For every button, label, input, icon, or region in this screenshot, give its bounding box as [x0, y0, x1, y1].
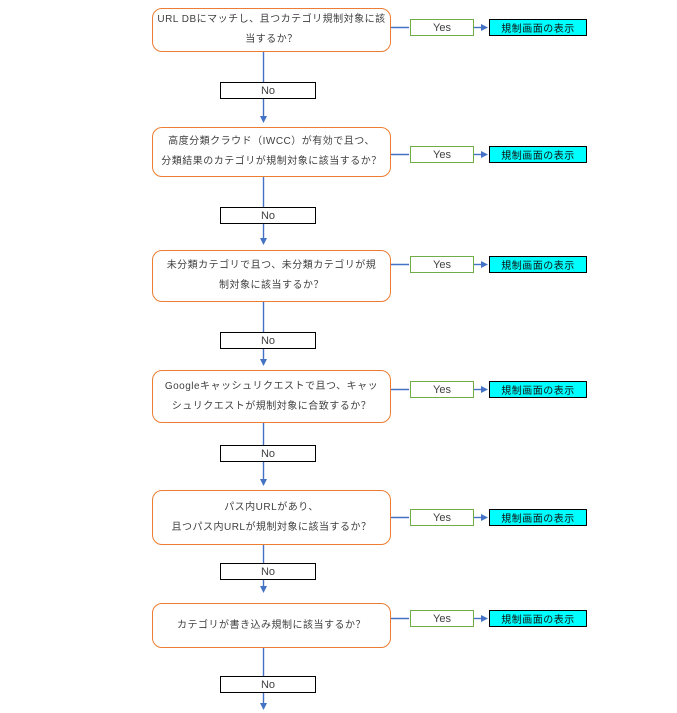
no-label-box: No — [220, 445, 316, 462]
decision-write-restriction: カテゴリが書き込み規制に該当するか？ — [152, 603, 391, 648]
no-label-box: No — [220, 82, 316, 99]
yes-label-box: Yes — [410, 146, 474, 163]
yes-label-box: Yes — [410, 509, 474, 526]
decision-unclassified: 未分類カテゴリで且つ、未分類カテゴリが規 制対象に該当するか？ — [152, 250, 391, 302]
yes-label-box: Yes — [410, 381, 474, 398]
decision-google-cache: Googleキャッシュリクエストで且つ、キャッ シュリクエストが規制対象に合致す… — [152, 370, 391, 423]
decision-iwcc: 高度分類クラウド（IWCC）が有効で且つ、 分類結果のカテゴリが規制対象に該当す… — [152, 127, 391, 177]
result-box: 規制画面の表示 — [489, 146, 587, 163]
no-label-box: No — [220, 207, 316, 224]
decision-url-db: URL DBにマッチし、且つカテゴリ規制対象に該 当するか？ — [152, 8, 391, 52]
yes-label-box: Yes — [410, 610, 474, 627]
no-label-box: No — [220, 676, 316, 693]
result-box: 規制画面の表示 — [489, 19, 587, 36]
no-label-box: No — [220, 332, 316, 349]
yes-label-box: Yes — [410, 256, 474, 273]
no-label-box: No — [220, 563, 316, 580]
result-box: 規制画面の表示 — [489, 509, 587, 526]
result-box: 規制画面の表示 — [489, 381, 587, 398]
yes-label-box: Yes — [410, 19, 474, 36]
decision-path-url: パス内URLがあり、 且つパス内URLが規制対象に該当するか？ — [152, 490, 391, 545]
result-box: 規制画面の表示 — [489, 610, 587, 627]
result-box: 規制画面の表示 — [489, 256, 587, 273]
